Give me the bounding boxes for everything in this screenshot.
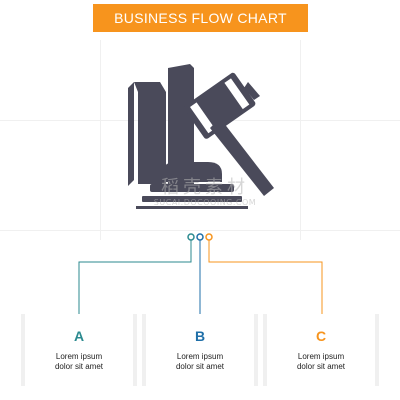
auction-gavel-icon [128, 64, 274, 209]
connector-line-a [78, 240, 192, 316]
watermark-cn: 稻壳素材 [161, 177, 249, 198]
step-text-line1: Lorem ipsum [297, 352, 345, 361]
connector-dot-c [205, 233, 213, 241]
background-grid-line [100, 40, 101, 240]
step-letter: B [194, 328, 206, 344]
connector-dot-b [196, 233, 204, 241]
background-grid-line [300, 40, 301, 240]
watermark: 稻壳素材 SUCAI.DOCOOING.COM [140, 178, 270, 208]
step-text-line2: dolor sit amet [175, 362, 225, 371]
step-letter: A [73, 328, 85, 344]
step-text-line1: Lorem ipsum [176, 352, 224, 361]
step-text-line2: dolor sit amet [54, 362, 104, 371]
step-card-c: C Lorem ipsum dolor sit amet [263, 314, 379, 386]
background-grid-line [0, 230, 400, 231]
title-banner: BUSINESS FLOW CHART [93, 4, 308, 32]
step-letter: C [315, 328, 327, 344]
connector-dot-a [187, 233, 195, 241]
step-card-b: B Lorem ipsum dolor sit amet [142, 314, 258, 386]
step-text-line1: Lorem ipsum [55, 352, 103, 361]
step-card-a: A Lorem ipsum dolor sit amet [21, 314, 137, 386]
watermark-en: SUCAI.DOCOOING.COM [153, 198, 257, 207]
connector-line-c [208, 240, 323, 316]
step-text-line2: dolor sit amet [296, 362, 346, 371]
